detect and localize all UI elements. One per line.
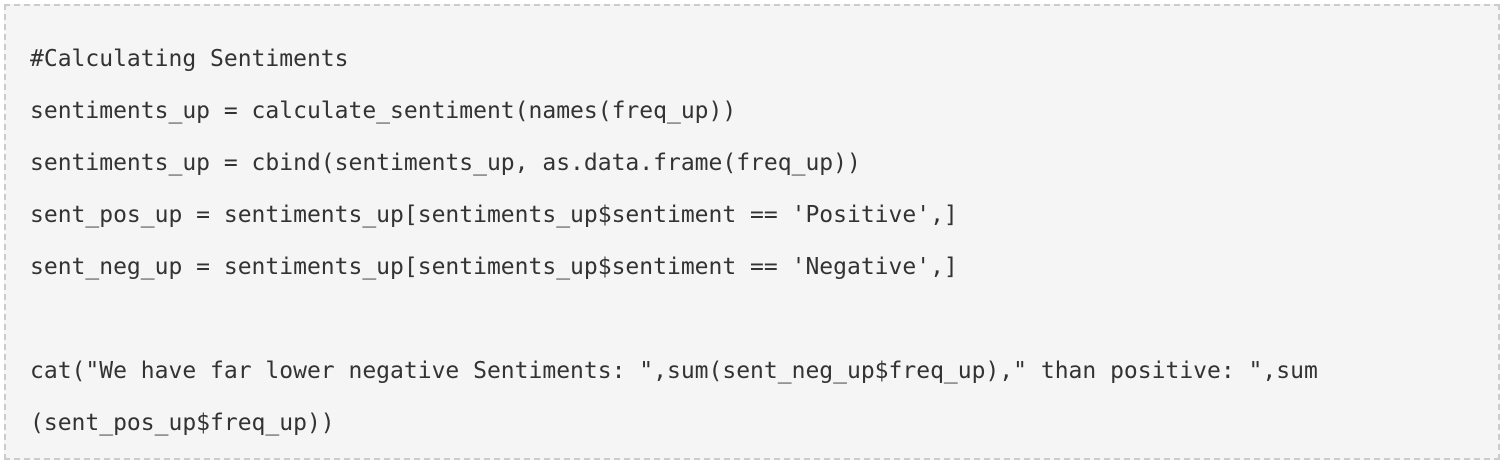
code-blank-line — [30, 293, 1498, 345]
code-line-cat-continued: (sent_pos_up$freq_up)) — [30, 410, 335, 436]
code-comment-line: #Calculating Sentiments — [30, 46, 349, 72]
code-line-sent-pos: sent_pos_up = sentiments_up[sentiments_u… — [30, 202, 958, 228]
code-block: #Calculating Sentiments sentiments_up = … — [4, 4, 1500, 460]
code-line-sentiments-cbind: sentiments_up = cbind(sentiments_up, as.… — [30, 150, 861, 176]
code-line-sentiments-calc: sentiments_up = calculate_sentiment(name… — [30, 98, 737, 124]
code-line-cat: cat("We have far lower negative Sentimen… — [30, 358, 1318, 384]
code-line-sent-neg: sent_neg_up = sentiments_up[sentiments_u… — [30, 254, 958, 280]
